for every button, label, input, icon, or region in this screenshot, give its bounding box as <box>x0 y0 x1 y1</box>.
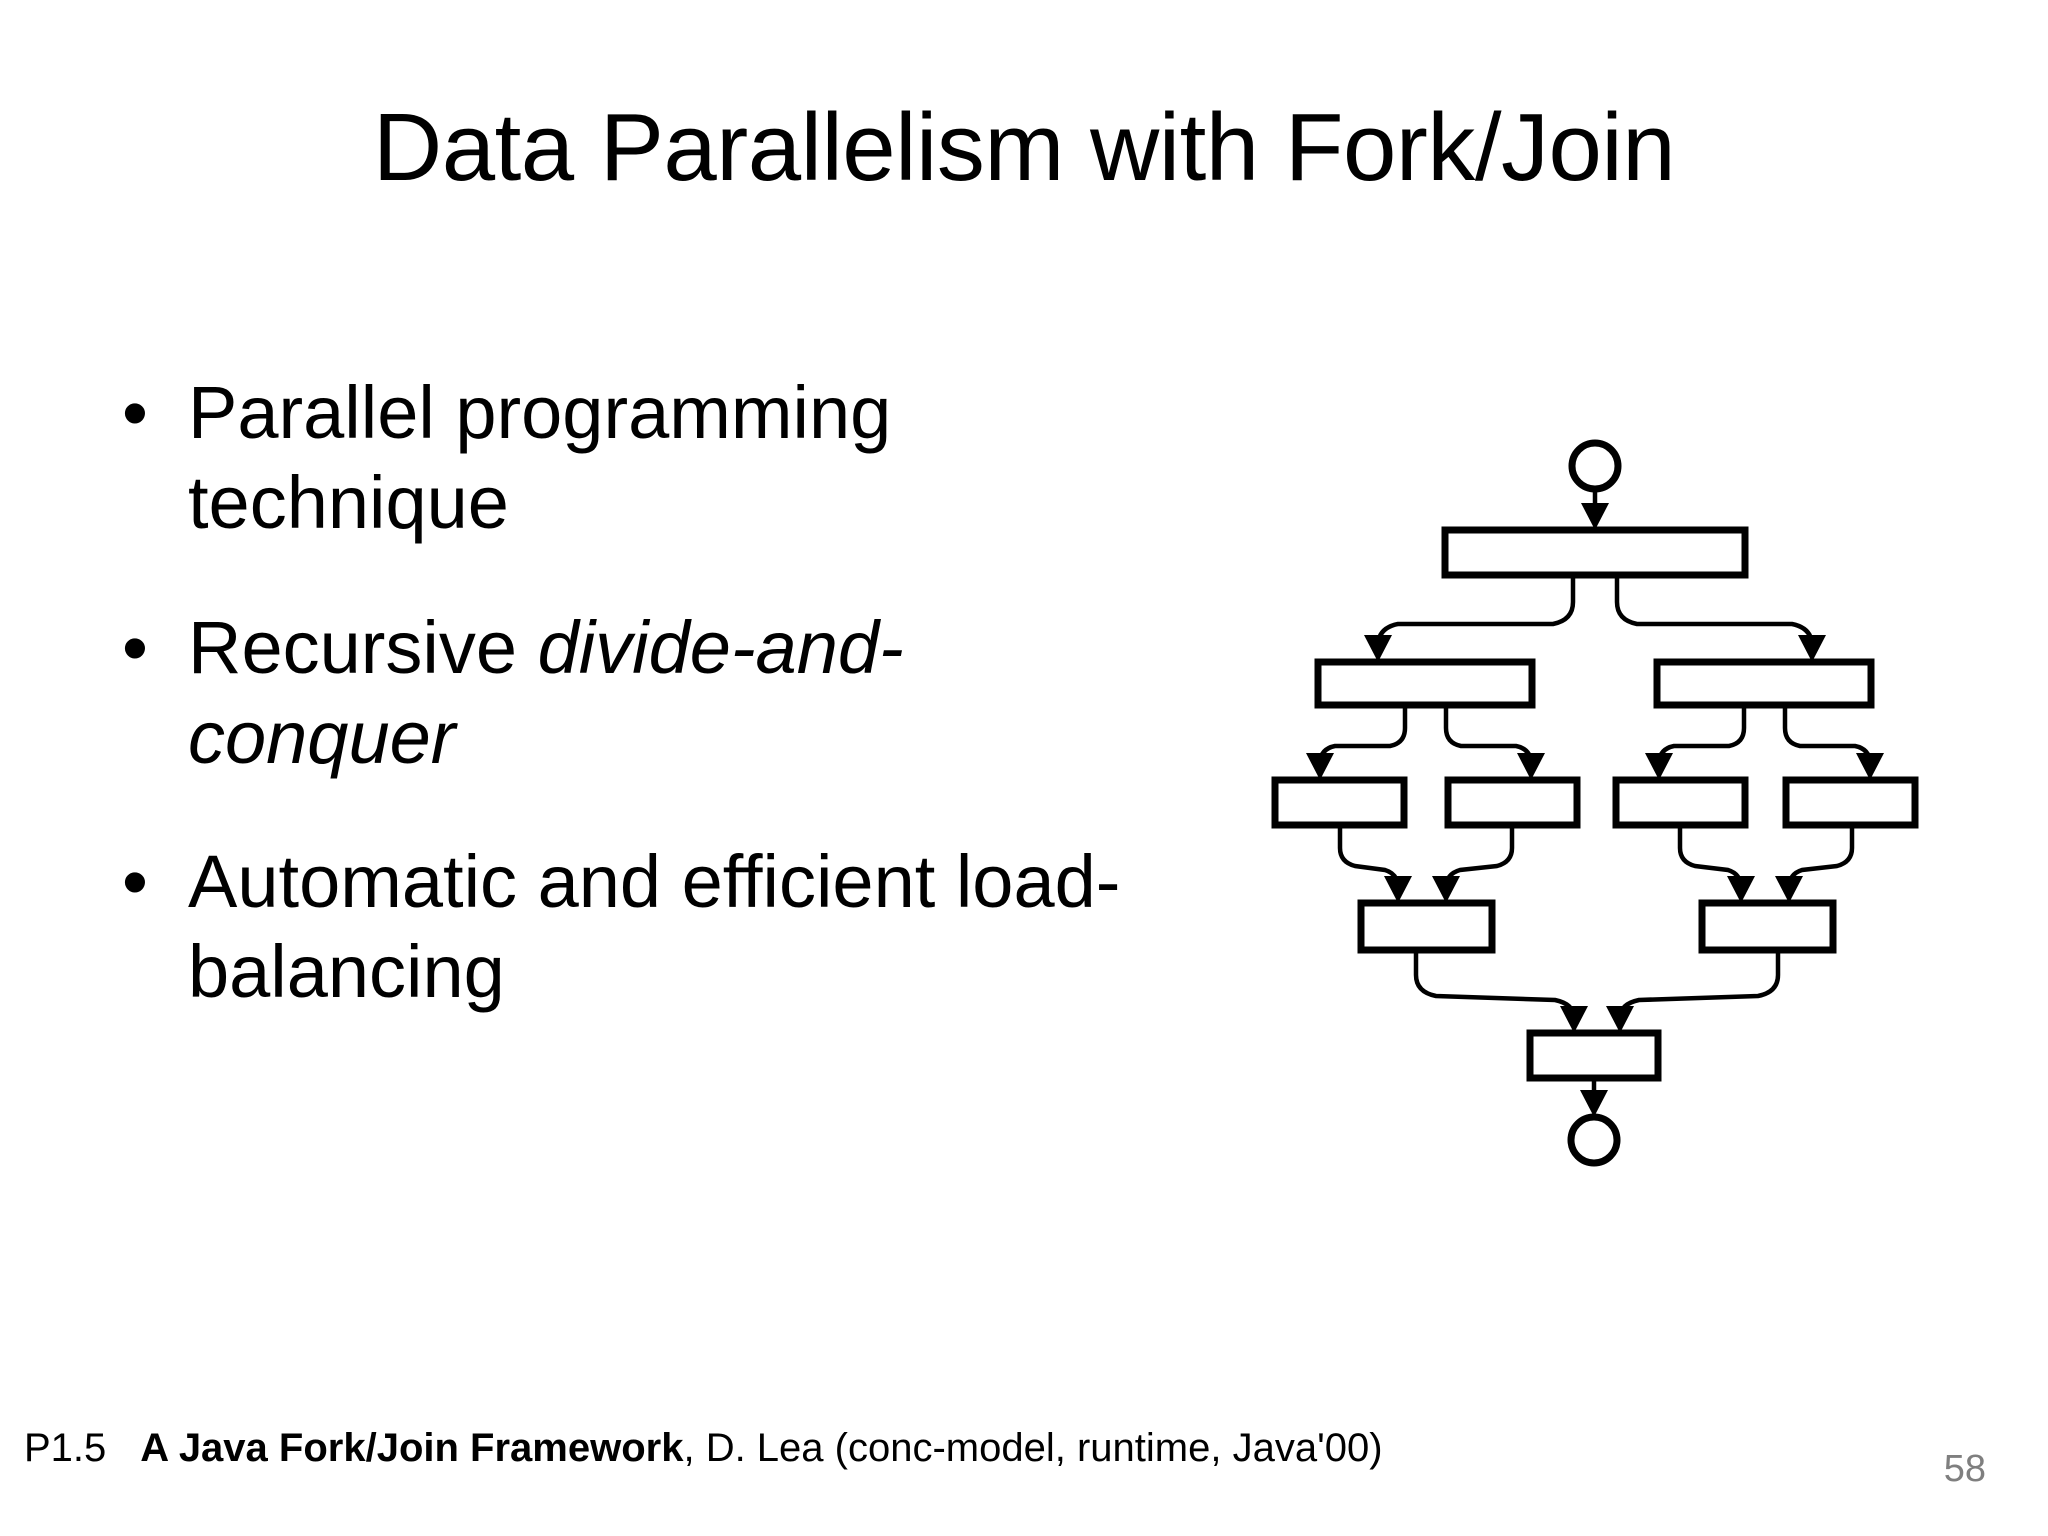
end-node-circle <box>1567 1113 1621 1167</box>
citation-authors: , D. Lea (conc-model, runtime, Java'00) <box>683 1426 1383 1470</box>
list-item-text: Parallel programming technique <box>188 368 1164 549</box>
arrowhead-leaf1-to-joinleft <box>1384 876 1412 903</box>
page-number: 58 <box>1943 1448 1986 1490</box>
join-box-left <box>1357 899 1496 954</box>
bullet-list: • Parallel programming technique • Recur… <box>104 368 1164 1072</box>
page-title: Data Parallelism with Fork/Join <box>372 94 1676 201</box>
task-box-level2-right <box>1653 658 1875 709</box>
task-box-leaf-3 <box>1612 776 1749 829</box>
bullet-segment-text: Recursive <box>188 605 538 689</box>
arrowhead-joinright-to-final <box>1606 1006 1634 1033</box>
fork-join-diagram-svg <box>1271 439 1919 1167</box>
list-item-text: Recursive divide-and-conquer <box>188 603 1164 784</box>
fork-join-diagram <box>1250 430 1950 1170</box>
arrowhead-l2right-to-leaf3 <box>1645 753 1673 780</box>
bullet-segment-text: Parallel programming technique <box>188 371 892 545</box>
list-item: • Automatic and efficient load-balancing <box>104 837 1164 1018</box>
arrowhead-leaf3-to-joinright <box>1727 876 1755 903</box>
bullet-segment-text: Automatic and efficient load-balancing <box>188 840 1121 1014</box>
task-box-leaf-2 <box>1444 776 1581 829</box>
bullet-marker-icon: • <box>122 371 148 454</box>
list-item: • Parallel programming technique <box>104 368 1164 549</box>
edge-root-to-l2-right <box>1614 575 1815 647</box>
list-item: • Recursive divide-and-conquer <box>104 603 1164 784</box>
edge-root-to-l2-left <box>1375 575 1576 647</box>
join-box-right <box>1698 899 1837 954</box>
arrowhead-root-to-l2-right <box>1798 635 1826 662</box>
arrowhead-l2right-to-leaf4 <box>1856 753 1884 780</box>
edge-joinright-to-final <box>1617 950 1781 1019</box>
bullet-marker-icon: • <box>122 605 148 689</box>
arrowhead-l2left-to-leaf1 <box>1306 753 1334 780</box>
bullet-marker-icon: • <box>122 840 148 924</box>
arrowhead-leaf4-to-joinright <box>1775 876 1803 903</box>
arrowhead-joinleft-to-final <box>1560 1006 1588 1033</box>
task-box-root <box>1441 526 1749 579</box>
bullet-segment-emphasis: divide-and-conquer <box>188 605 904 779</box>
arrowhead-leaf2-to-joinleft <box>1432 876 1460 903</box>
citation-title: A Java Fork/Join Framework <box>140 1426 684 1470</box>
footer-citation: P1.5 A Java Fork/Join Framework, D. Lea (… <box>24 1424 1383 1472</box>
join-box-final <box>1526 1029 1662 1082</box>
citation-tag: P1.5 <box>24 1426 107 1470</box>
arrowhead-root-to-l2-left <box>1364 635 1392 662</box>
start-node-circle <box>1568 439 1622 493</box>
task-box-leaf-4 <box>1782 776 1919 829</box>
task-box-leaf-1 <box>1271 776 1408 829</box>
arrowhead-l2left-to-leaf2 <box>1517 753 1545 780</box>
arrowhead-final-to-end <box>1580 1090 1608 1117</box>
arrowhead-start-to-root <box>1581 503 1609 530</box>
task-box-level2-left <box>1314 658 1536 709</box>
edge-joinleft-to-final <box>1413 950 1577 1019</box>
list-item-text: Automatic and efficient load-balancing <box>188 837 1164 1018</box>
